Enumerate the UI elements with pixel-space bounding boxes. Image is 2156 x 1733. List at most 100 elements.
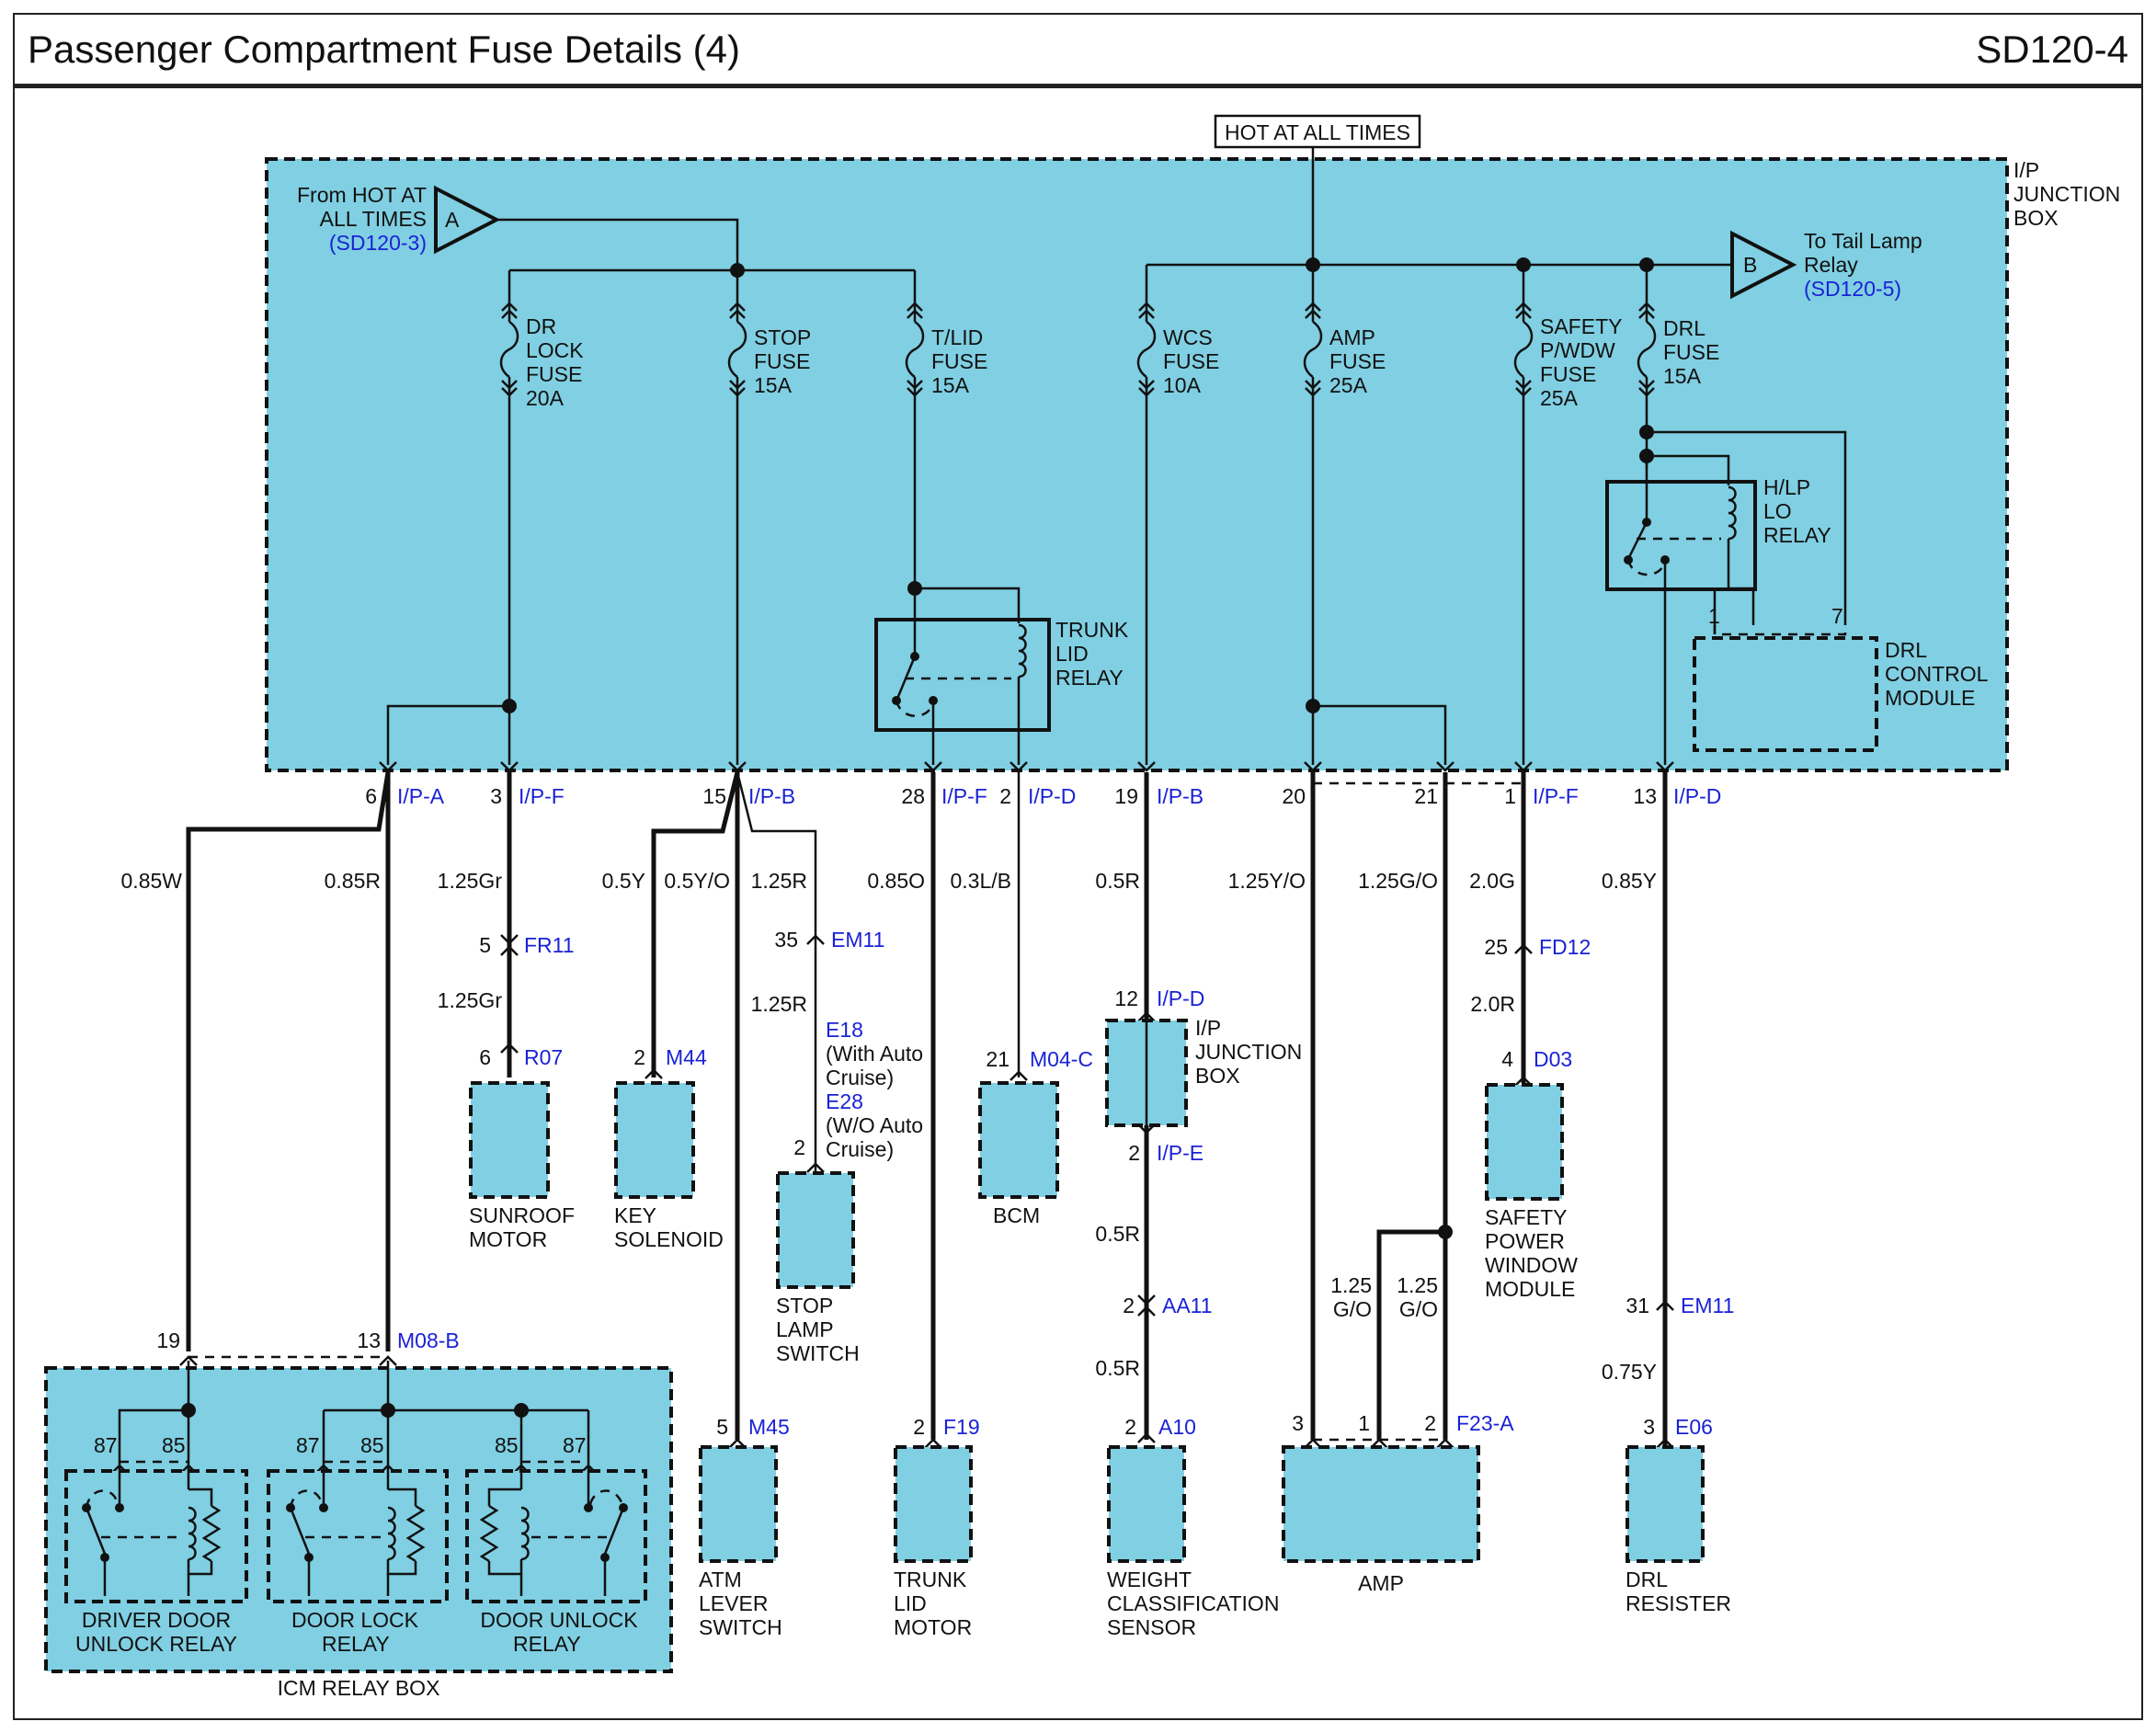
page-code: SD120-4 (1976, 28, 2128, 71)
connector-a-text-2: ALL TIMES (320, 207, 427, 231)
trunk-relay-label-3: RELAY (1055, 666, 1124, 690)
svg-text:I/P-F: I/P-F (1533, 784, 1579, 808)
svg-text:E28: E28 (826, 1089, 863, 1113)
em11b-pin: 31 (1626, 1294, 1649, 1317)
svg-text:20A: 20A (526, 386, 565, 410)
wire-125gr-1: 1.25Gr (438, 869, 503, 893)
m08b-pin-19: 19 (156, 1328, 180, 1352)
svg-text:I/P-D: I/P-D (1028, 784, 1076, 808)
wire-125go-b-1: 1.25 (1397, 1273, 1438, 1297)
small-jb-label-2: JUNCTION (1195, 1040, 1302, 1064)
wire-125yo: 1.25Y/O (1228, 869, 1306, 893)
fd12-id: FD12 (1539, 935, 1591, 959)
hlp-relay-label-2: LO (1763, 499, 1792, 523)
svg-text:87: 87 (563, 1433, 587, 1457)
drl-resister-label-1: DRL (1626, 1568, 1668, 1591)
wire-05yo: 0.5Y/O (664, 869, 730, 893)
stop-lamp-label-3: SWITCH (776, 1341, 860, 1365)
connector-b-text-2: Relay (1804, 253, 1858, 277)
svg-text:15A: 15A (754, 373, 793, 397)
key-solenoid (614, 1081, 695, 1199)
wire-085y: 0.85Y (1602, 869, 1657, 893)
e18-pin: 2 (793, 1135, 805, 1159)
svg-text:21: 21 (1414, 784, 1438, 808)
svg-text:WCS: WCS (1163, 325, 1213, 349)
icm-box-label: ICM RELAY BOX (278, 1676, 440, 1700)
drl-pin-7: 7 (1831, 604, 1843, 628)
connector-b-letter: B (1743, 253, 1757, 277)
svg-text:P/WDW: P/WDW (1540, 338, 1615, 362)
wire-05r-1: 0.5R (1095, 869, 1140, 893)
drl-module-label-1: DRL (1885, 638, 1927, 662)
em11a-pin: 35 (774, 928, 798, 952)
svg-text:FUSE: FUSE (1663, 340, 1719, 364)
ipd-in-pin: 12 (1114, 986, 1138, 1010)
safety-module-label-2: POWER (1485, 1229, 1565, 1253)
trunk-relay-label-1: TRUNK (1055, 618, 1129, 642)
amp (1282, 1445, 1480, 1563)
svg-text:Cruise): Cruise) (826, 1137, 894, 1161)
svg-text:FUSE: FUSE (1540, 362, 1596, 386)
safety-power-window-module (1485, 1083, 1564, 1201)
svg-text:25A: 25A (1329, 373, 1368, 397)
wire-125r-2: 1.25R (751, 992, 807, 1016)
ipd-in-id: I/P-D (1157, 986, 1204, 1010)
connector-b-ref: (SD120-5) (1804, 277, 1901, 301)
drl-resister (1626, 1445, 1705, 1563)
svg-text:19: 19 (1114, 784, 1138, 808)
svg-text:T/LID: T/LID (931, 325, 983, 349)
svg-text:SAFETY: SAFETY (1540, 314, 1622, 338)
svg-text:I/P-D: I/P-D (1673, 784, 1721, 808)
svg-text:(W/O Auto: (W/O Auto (826, 1113, 923, 1137)
key-label-2: SOLENOID (614, 1227, 724, 1251)
hot-label-box (1214, 114, 1421, 149)
wire-085o: 0.85O (867, 869, 925, 893)
svg-text:(With Auto: (With Auto (826, 1042, 923, 1066)
trunk-motor-label-2: LID (894, 1591, 927, 1615)
stop-lamp-label-2: LAMP (776, 1317, 834, 1341)
relay1-label-1: DRIVER DOOR (82, 1608, 231, 1632)
svg-text:20: 20 (1282, 784, 1306, 808)
svg-text:I/P-B: I/P-B (748, 784, 795, 808)
svg-text:FUSE: FUSE (754, 349, 810, 373)
svg-text:E18: E18 (826, 1018, 863, 1042)
fr11-id: FR11 (524, 933, 575, 957)
m04c-pin: 21 (986, 1047, 1010, 1071)
ipe-id: I/P-E (1157, 1141, 1203, 1165)
svg-text:I/P-F: I/P-F (519, 784, 565, 808)
relay3-label-1: DOOR UNLOCK (480, 1608, 638, 1632)
aa11-id: AA11 (1162, 1294, 1213, 1317)
diagram-frame (13, 13, 2143, 1720)
small-jb-label-1: I/P (1195, 1016, 1221, 1040)
wire-20g: 2.0G (1469, 869, 1515, 893)
wire-125gr-2: 1.25Gr (438, 988, 503, 1012)
fd12-pin: 25 (1484, 935, 1508, 959)
hlp-relay-label-1: H/LP (1763, 475, 1810, 499)
svg-text:15A: 15A (1663, 364, 1702, 388)
svg-text:3: 3 (490, 784, 502, 808)
stop-lamp-label-1: STOP (776, 1294, 833, 1317)
atm-lever-switch (699, 1445, 778, 1563)
r07-pin: 6 (479, 1045, 491, 1069)
svg-text:87: 87 (296, 1433, 320, 1457)
e06-pin: 3 (1643, 1415, 1655, 1439)
svg-text:DR: DR (526, 314, 556, 338)
svg-text:85: 85 (162, 1433, 186, 1457)
drl-resister-label-2: RESISTER (1626, 1591, 1731, 1615)
small-jb-label-3: BOX (1195, 1064, 1240, 1088)
key-label-1: KEY (614, 1203, 656, 1227)
connector-a-ref: (SD120-3) (329, 231, 427, 255)
svg-text:25A: 25A (1540, 386, 1579, 410)
sunroof-motor (469, 1081, 550, 1199)
jb-label-2: JUNCTION (2013, 182, 2120, 206)
svg-text:10A: 10A (1163, 373, 1202, 397)
sunroof-label-1: SUNROOF (469, 1203, 575, 1227)
hlp-lo-relay (1605, 480, 1757, 591)
m44-pin: 2 (633, 1045, 645, 1069)
svg-text:I/P-B: I/P-B (1157, 784, 1203, 808)
